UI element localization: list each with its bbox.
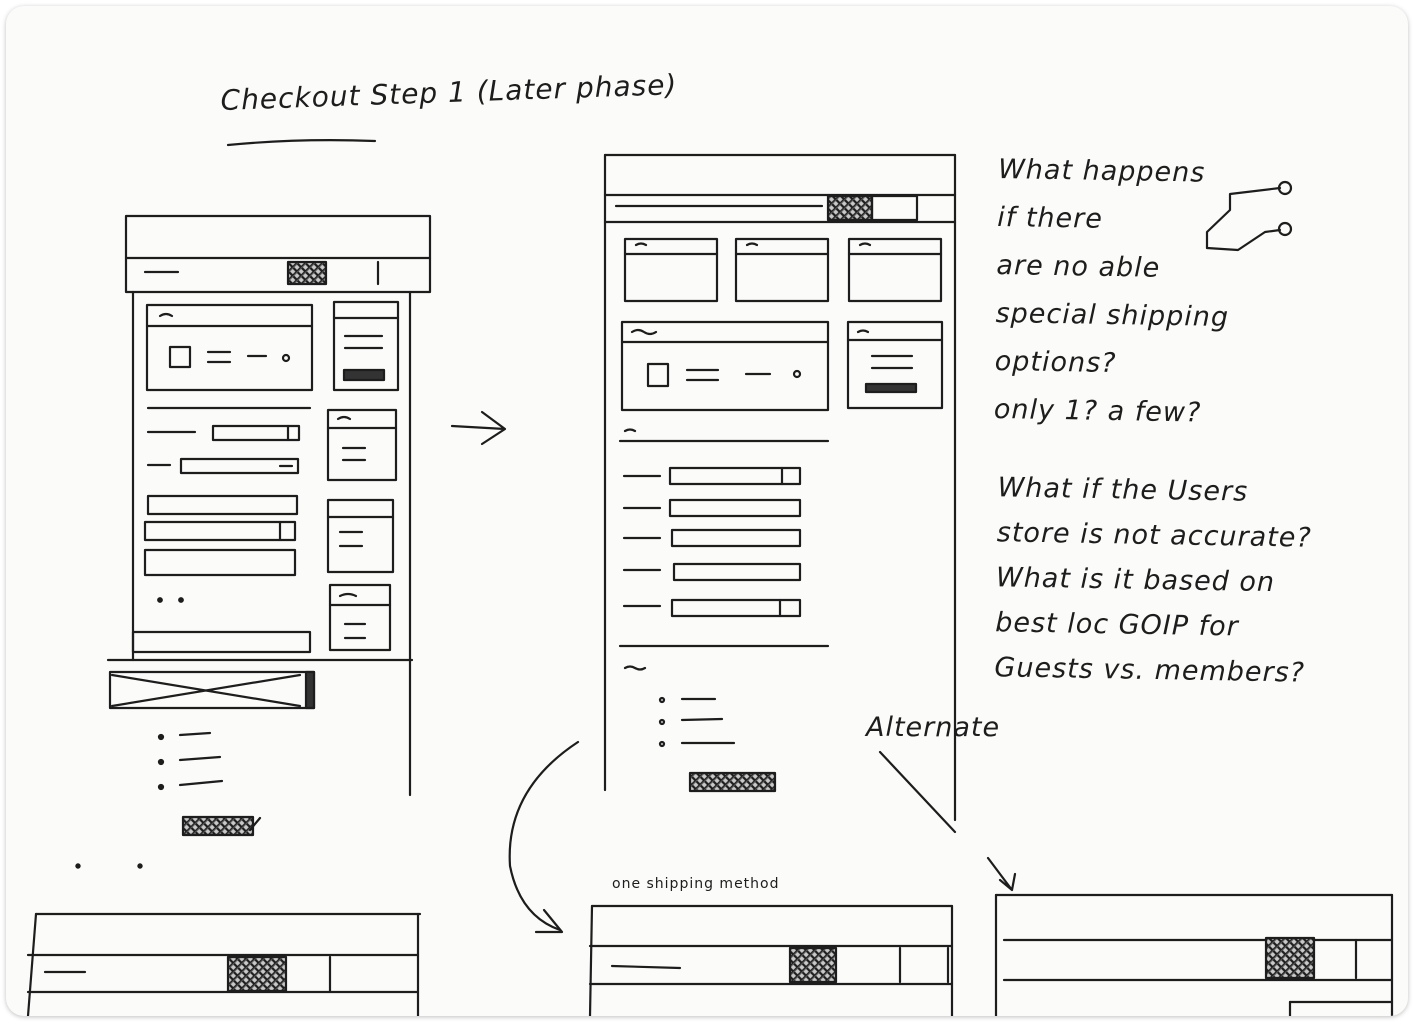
wireframe-later-phase-checkout (603, 153, 957, 822)
note-line: What is it based on (995, 562, 1276, 599)
note-line: What happens (997, 153, 1206, 189)
note-line: What if the Users (997, 472, 1249, 508)
note-line: store is not accurate? (996, 517, 1312, 554)
note-line: Guests vs. members? (994, 652, 1306, 689)
wireframe-current-checkout (106, 214, 432, 837)
note-line: are no able (996, 249, 1161, 284)
wireframe-sketch (26, 139, 1394, 1016)
wireframe-one-shipping-method (588, 904, 954, 1016)
user-store-note: What if the Users store is not accurate?… (994, 465, 1313, 695)
note-line: special shipping (995, 297, 1230, 334)
wireframe-alternate (994, 893, 1394, 1016)
sketch-paper: Checkout Step 1 (Later phase) What happe… (6, 6, 1408, 1016)
note-line: if there (997, 201, 1104, 235)
wireframe-bottom-left (26, 863, 422, 1016)
radio-toggle-doodle-icon (1205, 180, 1293, 252)
alternate-label: Alternate (866, 712, 1001, 743)
note-line: best loc GOIP for (994, 607, 1240, 643)
one-shipping-label: one shipping method (612, 876, 780, 892)
note-line: options? (994, 345, 1117, 380)
shipping-options-note: What happens if there are no able specia… (994, 146, 1233, 438)
note-line: only 1? a few? (993, 393, 1202, 429)
